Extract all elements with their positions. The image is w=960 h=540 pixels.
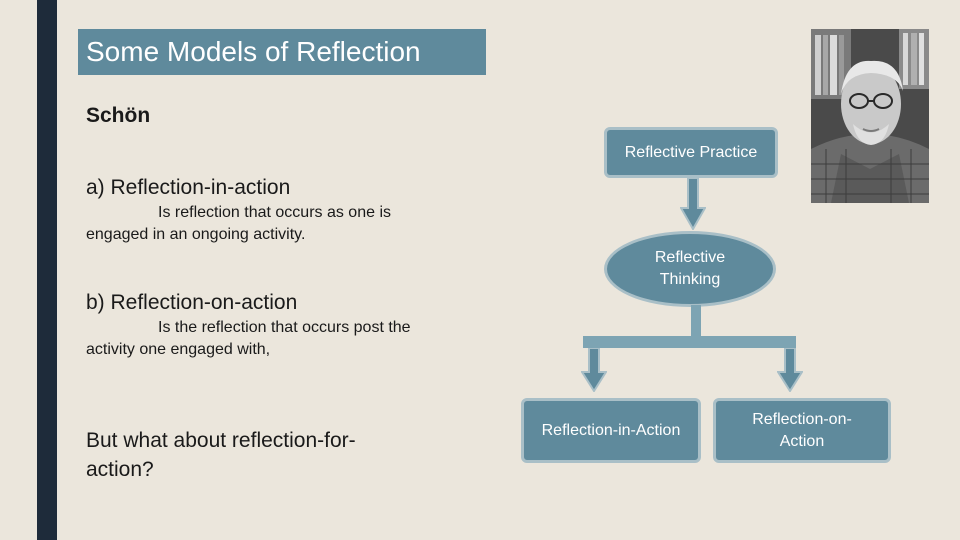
node-label-line: Reflection-on-: [752, 410, 852, 428]
question-text: But what about reflection-for- action?: [86, 426, 356, 484]
question-line: But what about reflection-for-: [86, 429, 356, 452]
desc-reflection-in-action: Is reflection that occurs as one is enga…: [86, 202, 506, 246]
page-title: Some Models of Reflection: [86, 36, 421, 67]
sidebar-bar: [37, 0, 57, 540]
node-reflection-on-action: Reflection-on- Action: [713, 398, 891, 463]
node-reflection-in-action: Reflection-in-Action: [521, 398, 701, 463]
arrow-down-icon: [680, 178, 706, 230]
connector-vertical: [691, 305, 701, 347]
heading-reflection-in-action: a) Reflection-in-action: [86, 176, 291, 199]
node-label-line: Action: [779, 432, 825, 450]
portrait-photo: [811, 29, 929, 203]
desc-line: activity one engaged with,: [86, 341, 271, 358]
question-line: action?: [86, 458, 154, 481]
node-label: Reflective Thinking: [655, 247, 725, 291]
arrow-down-icon: [581, 348, 607, 392]
node-label: Reflection-on- Action: [752, 409, 852, 453]
node-label-line: Reflective: [654, 249, 726, 266]
desc-line: Is reflection that occurs as one is: [158, 204, 391, 221]
arrow-down-icon: [777, 348, 803, 392]
desc-line: Is the reflection that occurs post the: [158, 319, 411, 336]
desc-line: engaged in an ongoing activity.: [86, 226, 306, 243]
node-label: Reflective Practice: [624, 143, 758, 161]
title-box: Some Models of Reflection: [78, 29, 486, 75]
connector-horizontal: [583, 336, 796, 348]
subtitle: Schön: [86, 104, 151, 127]
heading-reflection-on-action: b) Reflection-on-action: [86, 291, 298, 314]
desc-reflection-on-action: Is the reflection that occurs post the a…: [86, 317, 506, 361]
node-label: Reflection-in-Action: [541, 421, 681, 439]
node-reflective-thinking: Reflective Thinking: [604, 231, 776, 307]
node-label-line: Thinking: [659, 271, 721, 288]
node-reflective-practice: Reflective Practice: [604, 127, 778, 178]
photo-portrait-icon: [811, 29, 929, 203]
